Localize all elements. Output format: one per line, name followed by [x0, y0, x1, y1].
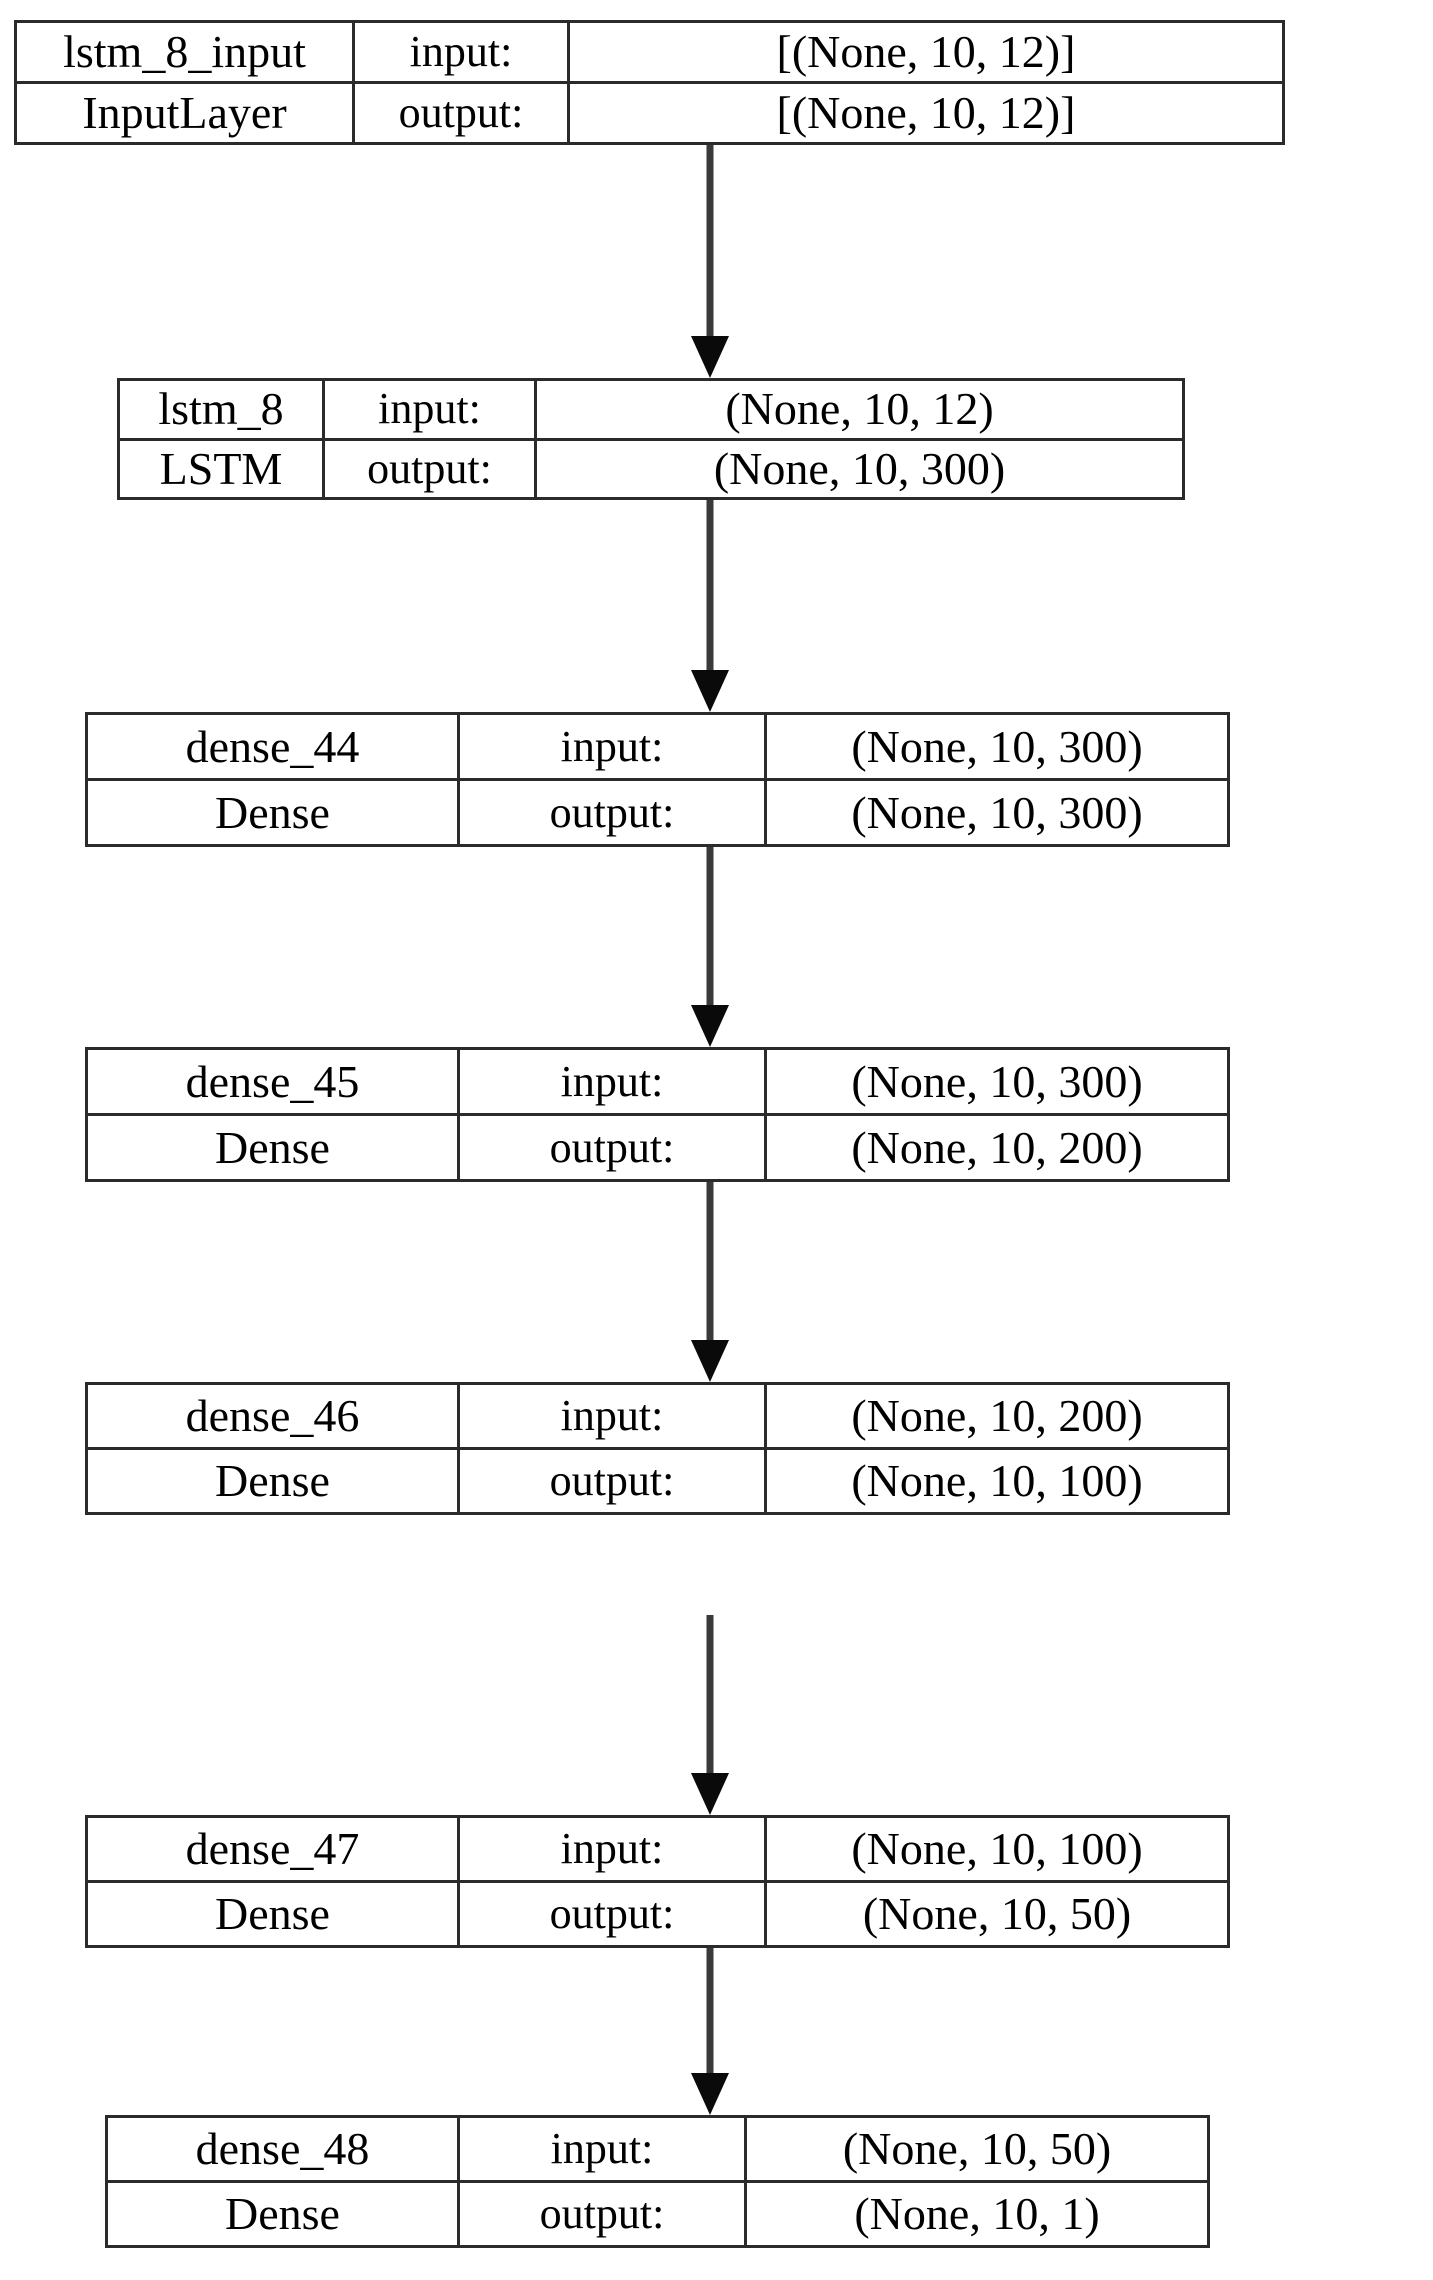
layer-name-label: dense_45 — [88, 1050, 460, 1113]
arrow-head-icon — [691, 2073, 729, 2115]
edge-arrow-dense_45-to-dense_46 — [690, 1182, 730, 1382]
edge-arrow-dense_46-to-dense_47 — [690, 1615, 730, 1815]
layer-class-label: Dense — [88, 1450, 460, 1512]
arrow-shaft — [706, 145, 714, 336]
input-shape-value: (None, 10, 12) — [725, 383, 994, 435]
input-label: input: — [325, 381, 537, 438]
output-label: output: — [460, 2183, 747, 2245]
node-row-output: Dense output: (None, 10, 50) — [88, 1883, 1227, 1945]
node-row-input: lstm_8_input input: [(None, 10, 12)] — [17, 23, 1282, 84]
layer-class-label: Dense — [88, 1883, 460, 1945]
output-label: output: — [355, 84, 570, 142]
output-label: output: — [460, 1450, 767, 1512]
layer-class-label: InputLayer — [17, 84, 355, 142]
input-label: input: — [460, 1050, 767, 1113]
input-label: input: — [460, 715, 767, 778]
node-dense_44[interactable]: dense_44 input: (None, 10, 300) Dense ou… — [85, 712, 1230, 847]
input-label: input: — [460, 2118, 747, 2180]
layer-name-label: dense_48 — [108, 2118, 460, 2180]
output-shape-value: [(None, 10, 12)] — [776, 87, 1076, 138]
layer-class-label: Dense — [88, 781, 460, 844]
layer-class-label: Dense — [108, 2183, 460, 2245]
node-row-output: Dense output: (None, 10, 100) — [88, 1450, 1227, 1512]
layer-class-label: Dense — [88, 1116, 460, 1179]
arrow-head-icon — [691, 670, 729, 712]
node-dense_45[interactable]: dense_45 input: (None, 10, 300) Dense ou… — [85, 1047, 1230, 1182]
edge-arrow-lstm_8_input-to-lstm_8 — [690, 145, 730, 378]
arrow-shaft — [706, 500, 714, 670]
node-row-output: InputLayer output: [(None, 10, 12)] — [17, 84, 1282, 142]
node-row-input: dense_48 input: (None, 10, 50) — [108, 2118, 1207, 2183]
arrow-shaft — [706, 847, 714, 1005]
input-shape-value: (None, 10, 50) — [842, 2123, 1112, 2174]
output-shape-value: (None, 10, 200) — [851, 1121, 1143, 1173]
node-row-input: dense_44 input: (None, 10, 300) — [88, 715, 1227, 781]
layer-name-label: dense_46 — [88, 1385, 460, 1447]
arrow-head-icon — [691, 1340, 729, 1382]
arrow-shaft — [706, 1182, 714, 1340]
layer-class-label: LSTM — [120, 440, 325, 497]
output-label: output: — [460, 781, 767, 844]
output-label: output: — [460, 1116, 767, 1179]
arrow-head-icon — [691, 1773, 729, 1815]
arrow-head-icon — [691, 1005, 729, 1047]
input-shape-value: (None, 10, 100) — [851, 1823, 1143, 1874]
input-shape-value: [(None, 10, 12)] — [776, 26, 1076, 77]
node-row-output: Dense output: (None, 10, 1) — [108, 2183, 1207, 2245]
output-label: output: — [325, 440, 537, 497]
edge-arrow-lstm_8-to-dense_44 — [690, 500, 730, 712]
arrow-shaft — [706, 1915, 714, 2073]
node-lstm_8[interactable]: lstm_8 input: (None, 10, 12) LSTM output… — [117, 378, 1185, 500]
layer-name-label: dense_44 — [88, 715, 460, 778]
layer-name-label: lstm_8 — [120, 381, 325, 438]
input-shape-value: (None, 10, 300) — [851, 1055, 1143, 1107]
edge-arrow-dense_44-to-dense_45 — [690, 847, 730, 1047]
node-row-input: dense_45 input: (None, 10, 300) — [88, 1050, 1227, 1116]
output-shape-value: (None, 10, 50) — [862, 1888, 1132, 1939]
node-dense_47[interactable]: dense_47 input: (None, 10, 100) Dense ou… — [85, 1815, 1230, 1948]
output-label: output: — [460, 1883, 767, 1945]
input-label: input: — [460, 1818, 767, 1880]
edge-arrow-dense_47-to-dense_48 — [690, 1915, 730, 2115]
output-shape-value: (None, 10, 1) — [854, 2188, 1100, 2239]
node-row-output: Dense output: (None, 10, 300) — [88, 781, 1227, 844]
output-shape-value: (None, 10, 300) — [851, 786, 1143, 838]
input-shape-value: (None, 10, 300) — [851, 720, 1143, 772]
input-label: input: — [355, 23, 570, 81]
node-dense_48[interactable]: dense_48 input: (None, 10, 50) Dense out… — [105, 2115, 1210, 2248]
node-row-output: LSTM output: (None, 10, 300) — [120, 440, 1182, 497]
output-shape-value: (None, 10, 100) — [851, 1455, 1143, 1506]
node-row-input: lstm_8 input: (None, 10, 12) — [120, 381, 1182, 441]
input-label: input: — [460, 1385, 767, 1447]
arrow-head-icon — [691, 336, 729, 378]
node-lstm_8_input[interactable]: lstm_8_input input: [(None, 10, 12)] Inp… — [14, 20, 1285, 145]
node-dense_46[interactable]: dense_46 input: (None, 10, 200) Dense ou… — [85, 1382, 1230, 1515]
input-shape-value: (None, 10, 200) — [851, 1390, 1143, 1441]
output-shape-value: (None, 10, 300) — [713, 442, 1006, 494]
arrow-shaft — [706, 1615, 714, 1773]
layer-name-label: lstm_8_input — [17, 23, 355, 81]
node-row-output: Dense output: (None, 10, 200) — [88, 1116, 1227, 1179]
layer-name-label: dense_47 — [88, 1818, 460, 1880]
node-row-input: dense_47 input: (None, 10, 100) — [88, 1818, 1227, 1883]
node-row-input: dense_46 input: (None, 10, 200) — [88, 1385, 1227, 1450]
